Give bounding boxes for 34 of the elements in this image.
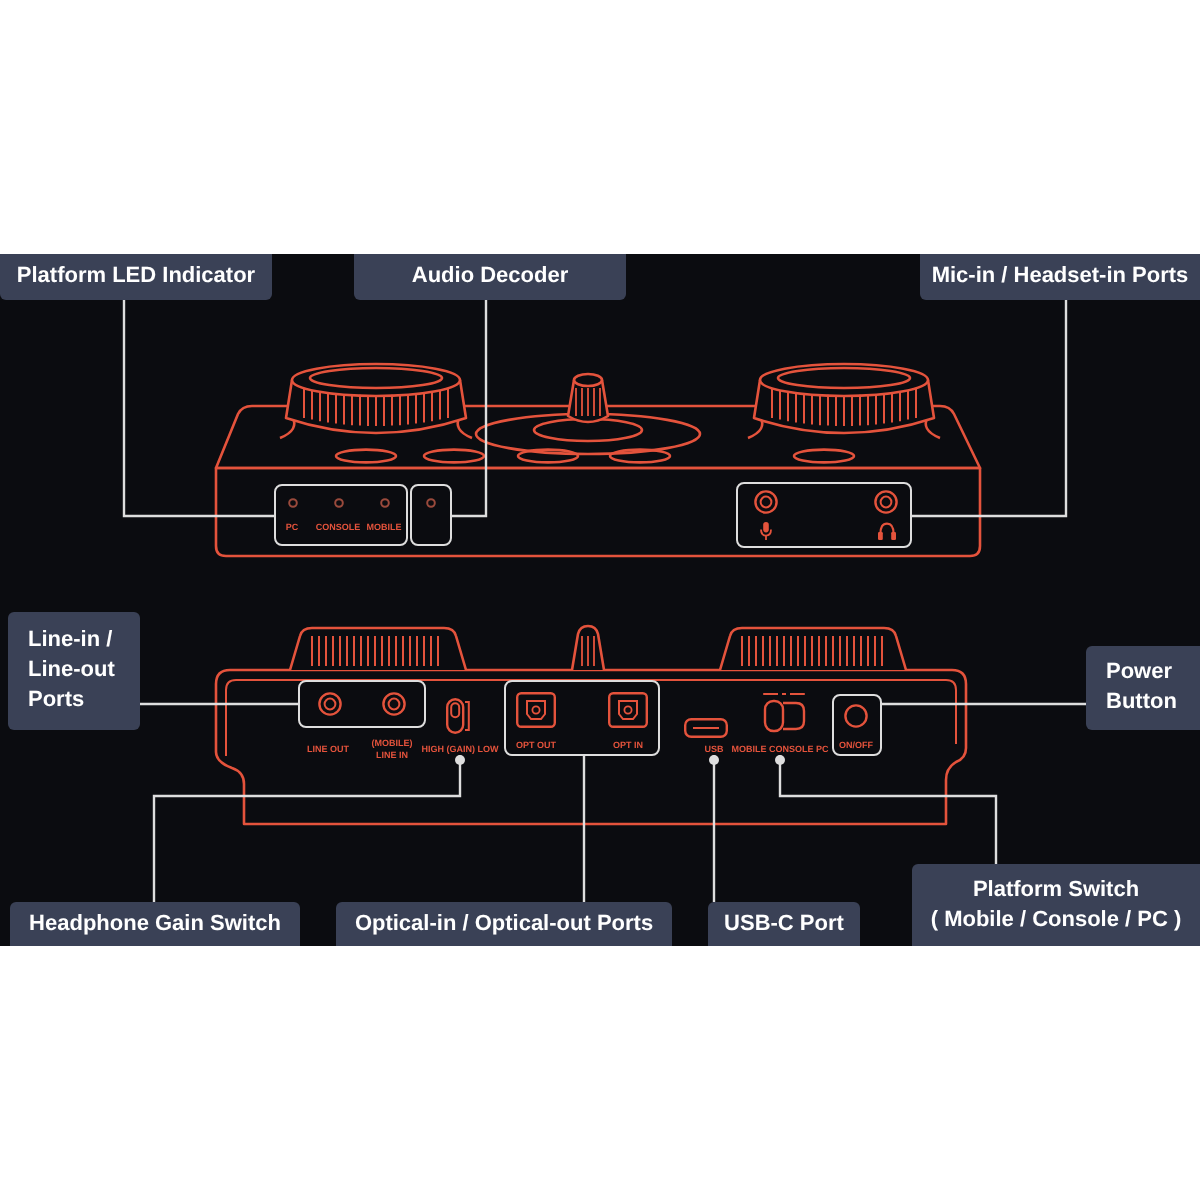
callout-box bbox=[354, 254, 626, 300]
leader-line bbox=[452, 300, 488, 518]
callout-text: ( Mobile / Console / PC ) bbox=[930, 905, 1182, 935]
leader-line bbox=[882, 702, 1086, 706]
callout-text: USB-C Port bbox=[724, 909, 844, 939]
callout-text: Headphone Gain Switch bbox=[29, 909, 281, 939]
callout-box bbox=[10, 902, 300, 946]
callout-box bbox=[336, 902, 672, 946]
callout-text: Platform Switch bbox=[972, 875, 1140, 905]
callout-box bbox=[708, 902, 860, 946]
leader-line bbox=[912, 300, 1068, 518]
optical-port-panel bbox=[504, 680, 660, 756]
decoder-panel bbox=[410, 484, 452, 546]
callout-box bbox=[1086, 646, 1200, 730]
callout-box bbox=[0, 254, 272, 300]
leader-line bbox=[775, 755, 998, 864]
callout-text: Line-in / Line-out Ports bbox=[28, 626, 117, 716]
callout-text: Optical-in / Optical-out Ports bbox=[354, 909, 654, 939]
callout-text: Audio Decoder bbox=[411, 262, 569, 292]
callout-text: Platform LED Indicator bbox=[16, 262, 256, 292]
callout-box bbox=[912, 864, 1200, 946]
leader-line bbox=[582, 756, 586, 902]
audio-jack-panel bbox=[736, 482, 912, 548]
leader-line bbox=[140, 702, 298, 706]
leader-line bbox=[152, 755, 465, 902]
leader-line bbox=[122, 300, 274, 518]
callout-box bbox=[8, 612, 140, 730]
callout-text: Mic-in / Headset-in Ports bbox=[931, 262, 1189, 292]
leader-line bbox=[709, 755, 719, 902]
callout-box bbox=[920, 254, 1200, 300]
led-panel bbox=[274, 484, 408, 546]
audio-jack-panel bbox=[298, 680, 426, 728]
callout-text: Power Button bbox=[1106, 658, 1179, 718]
power-button-panel bbox=[832, 694, 882, 756]
